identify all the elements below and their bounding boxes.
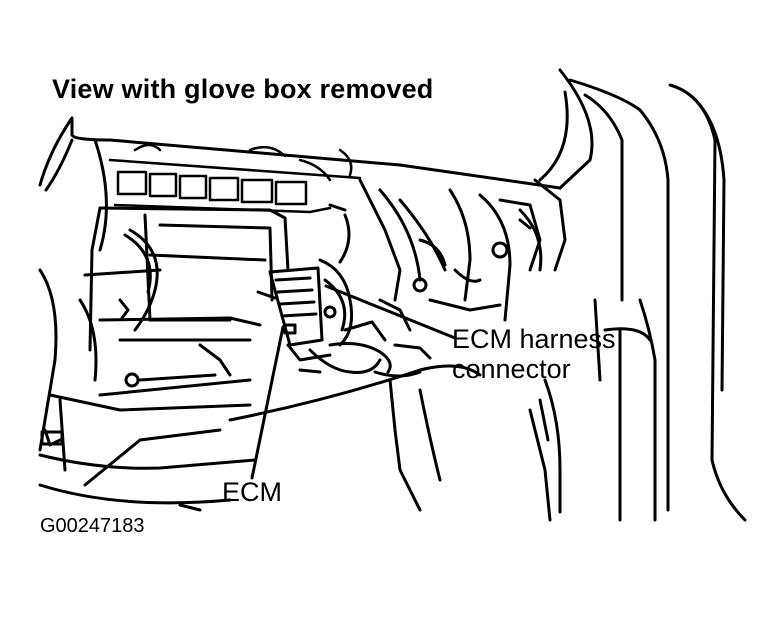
ecm-module [270, 268, 330, 360]
dashboard-outline [40, 70, 592, 250]
ecm-label: ECM [222, 477, 282, 507]
upper-component-cluster [110, 145, 360, 212]
diagram-title: View with glove box removed [52, 74, 434, 104]
floor-lines [180, 366, 480, 510]
ecm-leader [252, 327, 283, 478]
blower-housing [80, 208, 288, 395]
lower-trim [40, 270, 255, 503]
harness-connector [300, 260, 430, 376]
ecm-harness-leader [326, 286, 455, 338]
right-bracket-components [330, 180, 565, 330]
right-pillar-lines [530, 80, 745, 520]
leader-lines [252, 286, 455, 478]
figure-code: G00247183 [40, 515, 145, 537]
connector-label: connector [452, 354, 571, 384]
ecm-harness-label: ECM harness [452, 324, 616, 354]
